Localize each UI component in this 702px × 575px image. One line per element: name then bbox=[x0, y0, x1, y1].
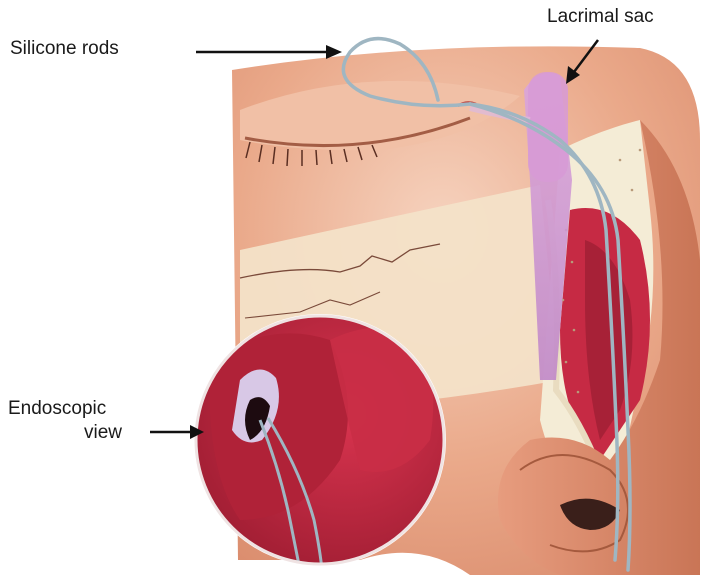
lacrimal-sac-label: Lacrimal sac bbox=[547, 6, 654, 27]
silicone-rods-label: Silicone rods bbox=[10, 38, 119, 59]
endoscopic-view-label-line2: view bbox=[84, 422, 122, 443]
endoscopic-view-label-line1: Endoscopic bbox=[8, 398, 106, 419]
